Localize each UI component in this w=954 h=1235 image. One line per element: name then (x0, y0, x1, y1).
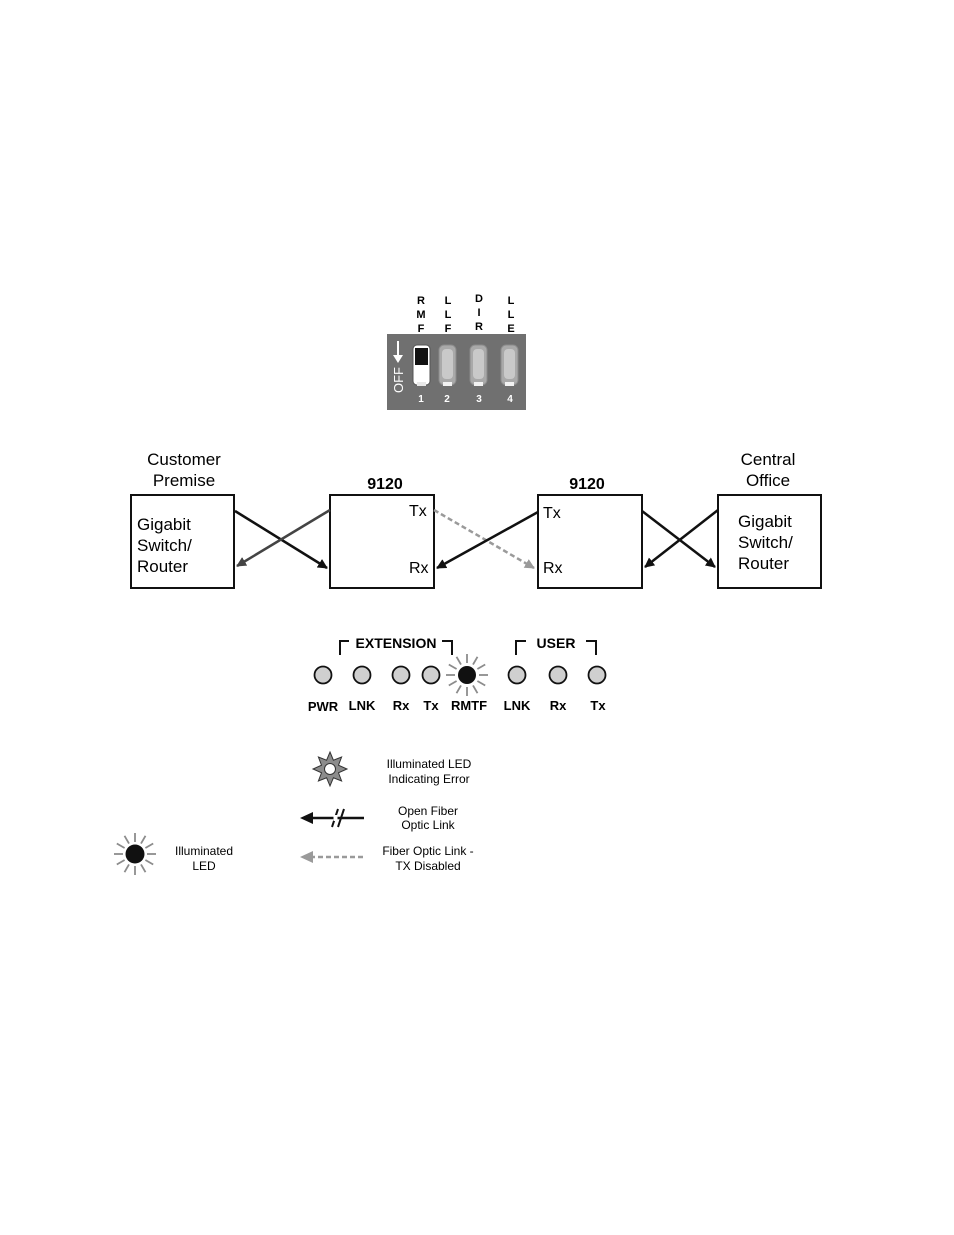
customer-switch-line-1: Gigabit (137, 515, 191, 534)
tx-disabled-arrow-icon (300, 851, 363, 863)
led-rmtf (446, 654, 488, 696)
dip-label-llf-3: F (445, 323, 452, 335)
dip-off-label: OFF (391, 367, 406, 393)
customer-premise-title-2: Premise (153, 471, 215, 490)
dip-label-llf: L L F (445, 295, 452, 335)
led-label-rmtf: RMTF (451, 698, 487, 713)
dip-switch-3[interactable] (470, 345, 487, 386)
central-switch-line-1: Gigabit (738, 512, 792, 531)
led-panel: EXTENSION USER (308, 635, 607, 714)
led-label-ext-tx: Tx (423, 698, 439, 713)
unit-right-rx: Rx (543, 560, 563, 577)
led-label-user-tx: Tx (590, 698, 606, 713)
legend-tx-disabled-line-1: Fiber Optic Link - (382, 844, 473, 858)
link-unit-left-to-customer (237, 510, 330, 566)
dip-number-2: 2 (444, 394, 450, 405)
dip-number-3: 3 (476, 394, 482, 405)
unit-left-tx: Tx (409, 503, 427, 520)
dip-label-llf-2: L (445, 309, 452, 321)
dip-label-dir-3: R (475, 321, 483, 333)
legend-open-fiber-line-2: Optic Link (401, 818, 455, 832)
dip-label-rmf-3: F (418, 323, 425, 335)
customer-premise-title-1: Customer (147, 450, 221, 469)
legend-illuminated-led-line-2: LED (192, 859, 216, 873)
led-ext-tx (423, 667, 440, 684)
led-user-lnk (509, 667, 526, 684)
led-label-user-lnk: LNK (504, 698, 531, 713)
dip-label-lle-3: E (507, 323, 514, 335)
legend-error-led-line-2: Indicating Error (388, 772, 469, 786)
user-label: USER (537, 635, 576, 651)
dip-label-lle: L L E (507, 295, 514, 335)
central-switch-line-3: Router (738, 554, 789, 573)
dip-switch-1[interactable] (413, 345, 430, 386)
legend-error-led-line-1: Illuminated LED (387, 757, 472, 771)
customer-switch-line-3: Router (137, 557, 188, 576)
legend: Illuminated LED Indicating Error Open Fi… (114, 752, 474, 875)
dip-label-dir-1: D (475, 293, 483, 305)
dip-number-4: 4 (507, 394, 513, 405)
illuminated-led-icon (114, 833, 156, 875)
dip-label-dir: D I R (475, 293, 483, 333)
network-diagram: Customer Premise Central Office 9120 912… (131, 450, 821, 588)
dip-label-lle-1: L (508, 295, 515, 307)
legend-tx-disabled-line-2: TX Disabled (395, 859, 460, 873)
dip-switch: R M F L L F D I R L L E OFF (387, 293, 526, 410)
dip-label-lle-2: L (508, 309, 515, 321)
legend-open-fiber-line-1: Open Fiber (398, 804, 458, 818)
dip-label-llf-1: L (445, 295, 452, 307)
link-unit-left-tx-disabled (434, 510, 534, 568)
dip-switch-4[interactable] (501, 345, 518, 386)
dip-switch-2[interactable] (439, 345, 456, 386)
unit-right-tx: Tx (543, 505, 561, 522)
led-label-ext-rx: Rx (393, 698, 410, 713)
dip-label-rmf-1: R (417, 295, 425, 307)
legend-illuminated-led-line-1: Illuminated (175, 844, 233, 858)
extension-label: EXTENSION (356, 635, 437, 651)
central-switch-line-2: Switch/ (738, 533, 793, 552)
led-ext-rx (393, 667, 410, 684)
error-led-star-icon (313, 752, 347, 786)
led-label-pwr: PWR (308, 699, 339, 714)
dip-label-rmf: R M F (416, 295, 425, 335)
central-office-title-1: Central (741, 450, 796, 469)
led-user-rx (550, 667, 567, 684)
central-office-title-2: Office (746, 471, 790, 490)
customer-switch-line-2: Switch/ (137, 536, 192, 555)
dip-label-dir-2: I (477, 307, 480, 319)
led-ext-lnk (354, 667, 371, 684)
unit-left-rx: Rx (409, 560, 429, 577)
dip-label-rmf-2: M (416, 309, 425, 321)
led-label-user-rx: Rx (550, 698, 567, 713)
dip-number-1: 1 (418, 394, 424, 405)
link-central-to-unit-right (645, 510, 718, 567)
led-label-ext-lnk: LNK (349, 698, 376, 713)
led-user-tx (589, 667, 606, 684)
led-pwr (315, 667, 332, 684)
open-fiber-arrow-icon (300, 809, 364, 827)
unit-left-title: 9120 (367, 476, 403, 493)
unit-right-title: 9120 (569, 476, 605, 493)
